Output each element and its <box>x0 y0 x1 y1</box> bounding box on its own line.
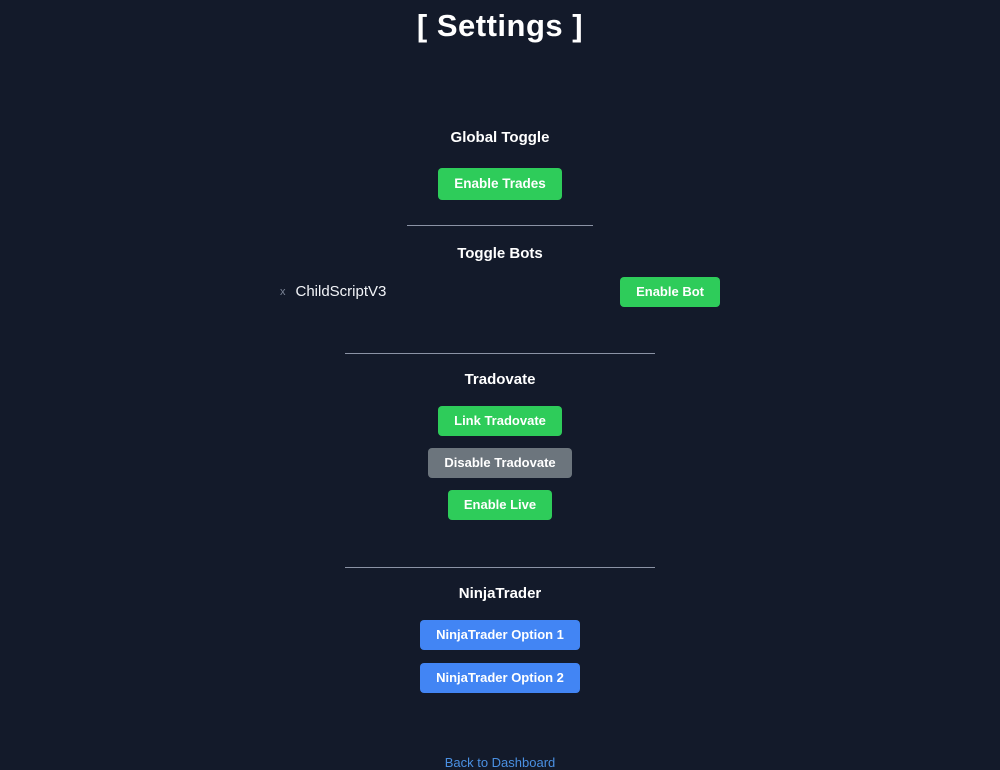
settings-page: [ Settings ] Global Toggle Enable Trades… <box>0 8 1000 770</box>
ninjatrader-heading: NinjaTrader <box>458 585 542 603</box>
tradovate-section: Tradovate Link Tradovate Disable Tradova… <box>0 354 1000 521</box>
ninjatrader-section: NinjaTrader NinjaTrader Option 1 NinjaTr… <box>0 568 1000 694</box>
ninjatrader-option-1-button[interactable]: NinjaTrader Option 1 <box>420 620 580 651</box>
bot-row: x ChildScriptV3 Enable Bot <box>280 277 720 308</box>
enable-bot-button[interactable]: Enable Bot <box>620 277 720 308</box>
bot-row-left: x ChildScriptV3 <box>280 283 386 301</box>
page-title: [ Settings ] <box>416 8 584 43</box>
bot-name-label: ChildScriptV3 <box>295 283 387 301</box>
global-toggle-section: Global Toggle Enable Trades <box>0 129 1000 201</box>
tradovate-heading: Tradovate <box>464 371 536 389</box>
global-toggle-heading: Global Toggle <box>450 129 550 147</box>
divider-1-wrap <box>407 225 593 227</box>
ninjatrader-button-stack: NinjaTrader Option 1 NinjaTrader Option … <box>420 620 580 694</box>
remove-bot-icon[interactable]: x <box>280 285 286 298</box>
ninjatrader-option-2-button[interactable]: NinjaTrader Option 2 <box>420 663 580 694</box>
section-divider <box>345 353 655 355</box>
section-divider <box>407 225 593 227</box>
link-tradovate-button[interactable]: Link Tradovate <box>438 406 562 437</box>
divider-3-wrap <box>345 567 655 569</box>
tradovate-button-stack: Link Tradovate Disable Tradovate Enable … <box>428 406 572 521</box>
toggle-bots-section: Toggle Bots x ChildScriptV3 Enable Bot <box>0 226 1000 308</box>
enable-live-button[interactable]: Enable Live <box>447 490 553 521</box>
toggle-bots-heading: Toggle Bots <box>457 245 543 263</box>
disable-tradovate-button[interactable]: Disable Tradovate <box>428 448 572 479</box>
enable-trades-button[interactable]: Enable Trades <box>438 168 562 201</box>
section-divider <box>345 567 655 569</box>
divider-2-wrap <box>345 353 655 355</box>
back-to-dashboard-link[interactable]: Back to Dashboard <box>444 755 556 770</box>
bot-list: x ChildScriptV3 Enable Bot <box>0 277 1000 308</box>
